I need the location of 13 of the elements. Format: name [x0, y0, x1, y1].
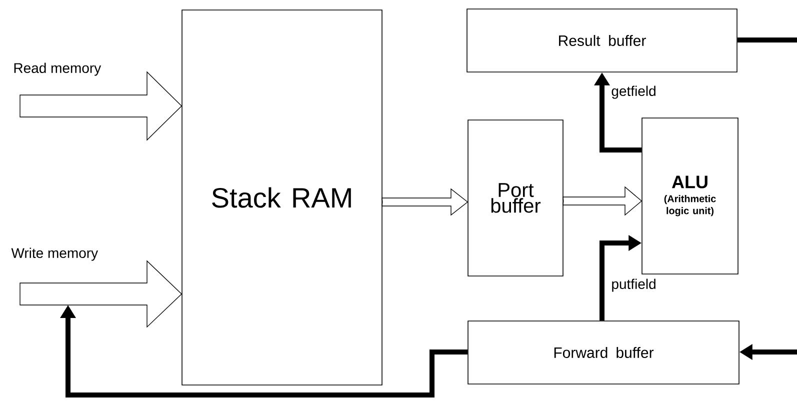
- process-box: Result buffer: [466, 8, 738, 72]
- edge-label: getfield: [610, 84, 658, 100]
- bus-arrow: [382, 188, 468, 216]
- bus-arrow: [20, 71, 182, 141]
- edge-label: Write memory: [10, 246, 100, 262]
- process-box: Port buffer: [468, 120, 564, 276]
- bus-arrow: [20, 260, 182, 328]
- process-box: Stack RAM: [182, 10, 382, 386]
- edge-label: putfield: [610, 278, 658, 293]
- process-box: ALU (Arithmetic logic unit): [642, 118, 738, 274]
- bus-arrow: [562, 186, 642, 216]
- process-box: Forward buffer: [468, 320, 740, 384]
- edge-label: Read memory: [12, 62, 102, 77]
